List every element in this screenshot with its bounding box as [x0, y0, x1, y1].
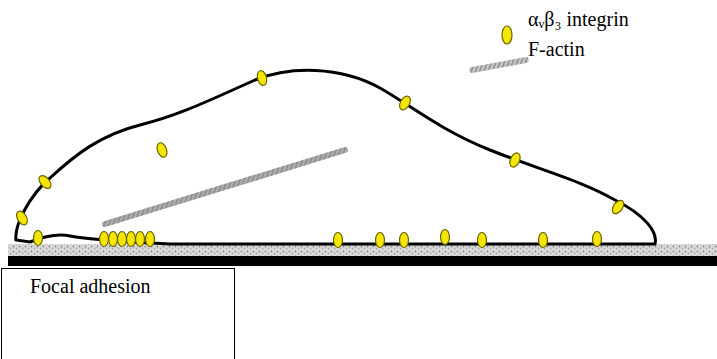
integrin [334, 233, 343, 248]
integrin [14, 209, 29, 226]
box-label: Focal adhesion [30, 275, 151, 298]
integrin [593, 232, 602, 247]
legend-label: αᵥβ₃ integrin [528, 8, 629, 31]
integrin [376, 233, 385, 248]
integrin [146, 232, 155, 247]
integrin [397, 94, 412, 111]
integrin [118, 232, 127, 247]
integrin [37, 173, 54, 190]
integrin [155, 141, 169, 158]
integrin [256, 70, 269, 87]
integrin [34, 231, 43, 246]
f-actin-filament [105, 150, 345, 224]
integrin-symbol [502, 26, 512, 44]
integrin [610, 198, 626, 215]
cell-membrane [16, 70, 656, 244]
integrin [100, 232, 109, 247]
integrin [127, 232, 136, 247]
integrin [400, 233, 409, 248]
integrin [441, 230, 450, 245]
integrin [109, 232, 118, 247]
integrin [478, 233, 487, 248]
integrin-group [14, 70, 626, 248]
substrate-base [8, 256, 717, 266]
actin-symbol [472, 60, 526, 70]
integrin [136, 232, 145, 247]
integrin [539, 233, 548, 248]
integrin [508, 151, 522, 168]
label-box: Focal adhesion [1, 268, 235, 359]
legend-label: F-actin [528, 38, 585, 61]
f-actin-filament-shade [105, 150, 345, 224]
